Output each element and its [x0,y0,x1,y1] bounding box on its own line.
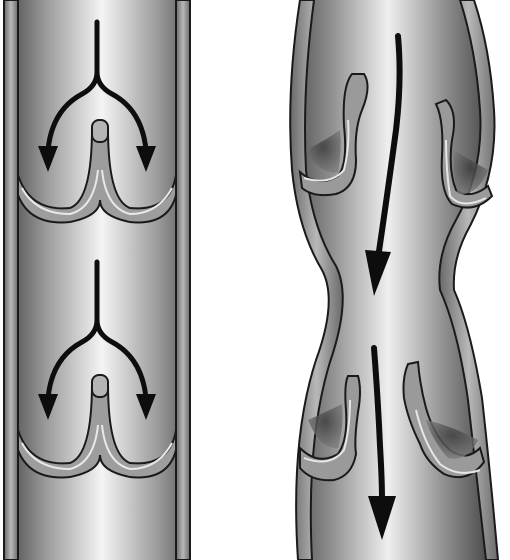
left-vein-panel [4,0,190,560]
right-vein-panel [290,0,498,560]
left-vein-wall-left [4,0,18,560]
left-vein-wall-right [176,0,190,560]
